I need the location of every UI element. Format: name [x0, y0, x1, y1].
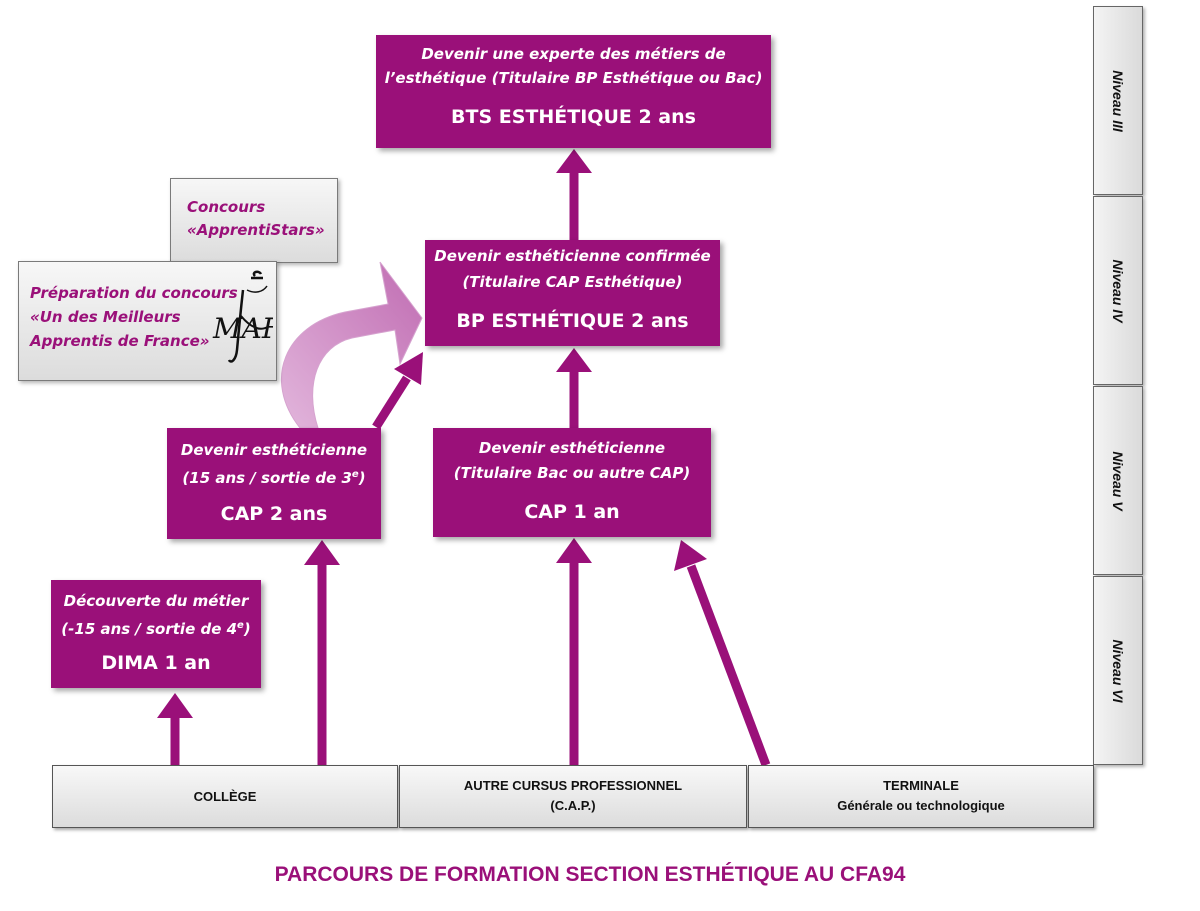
arrow-cap1-bp-head	[556, 348, 592, 372]
box-dima: Découverte du métier (-15 ans / sortie d…	[51, 580, 261, 688]
level-v-label: Niveau V	[1110, 450, 1126, 511]
box-concours: Concours «ApprentiStars»	[170, 178, 338, 263]
level-vi: Niveau VI	[1093, 576, 1143, 765]
arrow-terminale-cap1-head	[674, 540, 707, 571]
box-bp: Devenir esthéticienne confirmée (Titulai…	[425, 240, 720, 346]
box-cap1-main: CAP 1 an	[524, 501, 620, 523]
box-dima-sub2: (-15 ans / sortie de 4e)	[51, 614, 261, 641]
box-cap2-sub2-text: (15 ans / sortie de 3	[182, 469, 352, 487]
box-bts: Devenir une experte des métiers de l’est…	[376, 35, 771, 148]
concours-line1: Concours	[187, 198, 266, 216]
box-dima-sub2-text: (-15 ans / sortie de 4	[61, 620, 238, 638]
level-v: Niveau V	[1093, 386, 1143, 575]
preparation-line1: Préparation du concours	[30, 284, 238, 302]
level-iii: Niveau III	[1093, 6, 1143, 195]
preparation-line3: Apprentis de France»	[30, 332, 210, 350]
box-dima-sub1: Découverte du métier	[63, 592, 249, 610]
preparation-line2: «Un des Meilleurs	[30, 308, 181, 326]
college-label: COLLÈGE	[193, 789, 257, 804]
level-iv: Niveau IV	[1093, 196, 1143, 385]
arrow-college-dima-head	[157, 693, 193, 718]
box-bp-sub1: Devenir esthéticienne confirmée	[434, 247, 711, 265]
box-dima-main: DIMA 1 an	[101, 652, 211, 674]
box-cap2-sub2-sup: e	[351, 469, 359, 480]
page-title: PARCOURS DE FORMATION SECTION ESTHÉTIQUE…	[274, 863, 906, 886]
box-dima-sub2-sup: e	[237, 620, 244, 631]
box-cap1-sub1: Devenir esthéticienne	[478, 439, 666, 457]
arrow-bp-bts-head	[556, 149, 592, 173]
box-bts-sub2: l’esthétique (Titulaire BP Esthétique ou…	[384, 69, 763, 87]
curved-arrow	[281, 261, 423, 429]
level-iii-label: Niveau III	[1110, 69, 1126, 132]
box-bp-sub2: (Titulaire CAP Esthétique)	[462, 273, 683, 291]
arrow-cap2-bp	[372, 375, 411, 430]
box-cap1-sub2: (Titulaire Bac ou autre CAP)	[453, 464, 691, 482]
autre-line1: AUTRE CURSUS PROFESSIONNEL	[463, 778, 683, 793]
box-bp-main: BP ESTHÉTIQUE 2 ans	[456, 310, 689, 332]
box-terminale: TERMINALE Générale ou technologique	[748, 765, 1094, 828]
concours-line2: «ApprentiStars»	[187, 221, 325, 239]
box-cap2-sub2: (15 ans / sortie de 3e)	[167, 463, 381, 490]
autre-line2: (C.A.P.)	[550, 798, 596, 813]
box-autre-cursus: AUTRE CURSUS PROFESSIONNEL (C.A.P.)	[399, 765, 747, 828]
box-cap2-sub2-close: )	[358, 469, 366, 487]
box-cap2: Devenir esthéticienne (15 ans / sortie d…	[167, 428, 381, 539]
box-cap2-main: CAP 2 ans	[220, 503, 328, 525]
maf-logo: MAF	[212, 270, 273, 363]
box-bts-sub1: Devenir une experte des métiers de	[421, 45, 726, 63]
arrow-cap2-bp-head	[394, 352, 423, 385]
box-cap2-sub1: Devenir esthéticienne	[180, 441, 368, 459]
box-dima-sub2-close: )	[243, 620, 251, 638]
arrow-terminale-cap1	[686, 564, 771, 767]
arrow-college-cap2-head	[304, 540, 340, 565]
box-cap1: Devenir esthéticienne (Titulaire Bac ou …	[433, 428, 711, 537]
box-college: COLLÈGE	[52, 765, 398, 828]
level-vi-label: Niveau VI	[1110, 638, 1126, 703]
terminale-line1: TERMINALE	[883, 778, 959, 793]
arrow-autre-cap1-head	[556, 538, 592, 563]
box-preparation: Préparation du concours «Un des Meilleur…	[18, 261, 277, 381]
level-iv-label: Niveau IV	[1110, 258, 1126, 323]
box-bts-main: BTS ESTHÉTIQUE 2 ans	[451, 106, 696, 128]
terminale-line2: Générale ou technologique	[837, 798, 1005, 813]
